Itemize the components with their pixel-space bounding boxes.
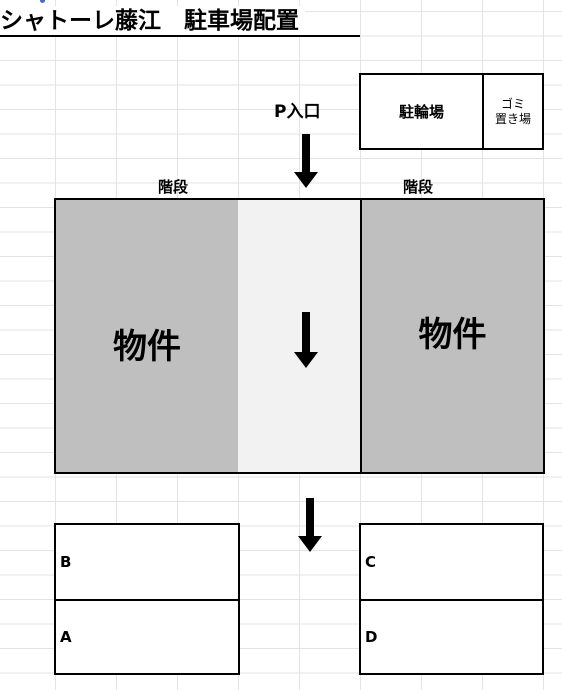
arrow-down-icon bbox=[298, 498, 322, 552]
parking-slot-label: B bbox=[60, 553, 72, 571]
stairs-left-label: 階段 bbox=[158, 178, 189, 196]
driveway-lane bbox=[238, 198, 362, 474]
arrow-down-icon bbox=[294, 134, 318, 188]
parking-slot-c: C bbox=[359, 523, 544, 601]
bicycle-parking-label: 駐輪場 bbox=[398, 103, 444, 121]
bicycle-parking-area: 駐輪場 bbox=[359, 73, 484, 150]
parking-slot-d: D bbox=[359, 599, 544, 675]
parking-slot-label: D bbox=[365, 628, 378, 646]
arrow-down-icon bbox=[294, 312, 318, 368]
parking-slot-label: C bbox=[365, 553, 377, 571]
entrance-label: P入口 bbox=[274, 102, 321, 122]
parking-slot-label: A bbox=[60, 628, 72, 646]
building-right: 物件 bbox=[360, 198, 545, 474]
building-left: 物件 bbox=[54, 198, 240, 474]
page-title: シャトーレ藤江 駐車場配置 bbox=[0, 6, 305, 36]
selection-corner-mark bbox=[40, 0, 45, 3]
building-left-label: 物件 bbox=[113, 326, 181, 367]
title-underline bbox=[0, 35, 360, 37]
parking-slot-a: A bbox=[54, 599, 240, 675]
parking-slot-b: B bbox=[54, 523, 240, 601]
garbage-area: ゴミ 置き場 bbox=[482, 73, 544, 150]
garbage-area-label: ゴミ 置き場 bbox=[494, 96, 531, 126]
stairs-right-label: 階段 bbox=[403, 178, 434, 196]
building-right-label: 物件 bbox=[418, 314, 487, 355]
